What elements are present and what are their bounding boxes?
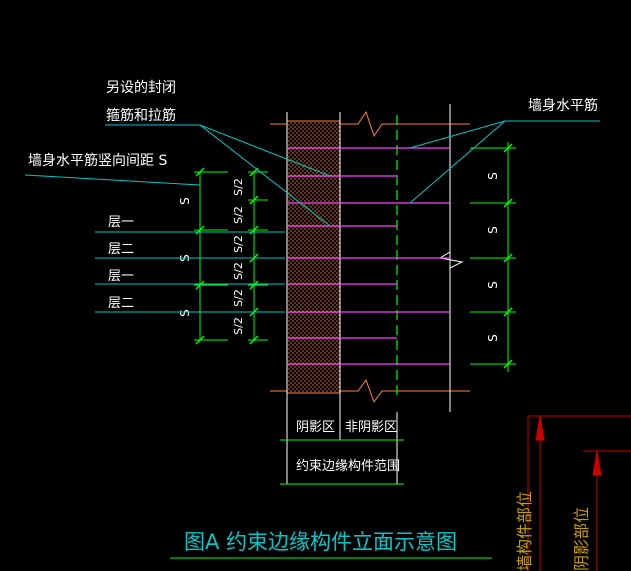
left-dim-slash [195, 167, 205, 177]
left-dim-slash [195, 225, 205, 235]
non-shaded-zone-label: 非阴影区 [345, 420, 397, 435]
left-dim-s-text: S [178, 197, 192, 205]
right-dim-slash [503, 143, 513, 153]
leader-lines [24, 120, 600, 313]
figure-title: 图A 约束边缘构件立面示意图 [184, 530, 457, 554]
closed-stirrup-label-2: 箍筋和拉筋 [106, 107, 176, 124]
shaded-zone-label: 阴影区 [296, 420, 335, 435]
right-dimension-chain: S S S S [470, 142, 516, 372]
left-dim-s-half-text: S/2 [232, 235, 245, 253]
layer-label-3: 层一 [108, 269, 134, 284]
edge-member-range-label: 约束边缘构件范围 [296, 459, 400, 474]
zone-box-green [280, 439, 404, 485]
right-break-line [438, 240, 464, 280]
right-part-label-1: 墙构件部位 [515, 491, 534, 571]
left-dim-inner-slash [249, 335, 259, 345]
right-dim-slash [503, 307, 513, 317]
left-dim-s-text: S [178, 309, 192, 317]
right-dim-slash [503, 253, 513, 263]
left-dim-s-half-text: S/2 [232, 317, 245, 335]
left-dim-inner-slash [249, 195, 259, 205]
left-dim-slash [195, 335, 205, 345]
left-dim-inner-slash [249, 225, 259, 235]
right-dim-s-text: S [486, 226, 500, 234]
closed-stirrup-label-1: 另设的封闭 [106, 80, 176, 96]
left-dim-inner-slash [249, 280, 259, 290]
horizontal-rebars [287, 147, 450, 365]
right-dim-slash [503, 198, 513, 208]
left-dim-s-half-text: S/2 [232, 178, 245, 196]
right-dim-s-text: S [486, 281, 500, 289]
wall-bar-spacing-label: 墙身水平筋竖向间距 S [28, 152, 167, 169]
layer-label-1: 层一 [108, 215, 134, 230]
wall-horizontal-bar-label: 墙身水平筋 [528, 97, 598, 114]
left-dim-s-half-text: S/2 [232, 206, 245, 224]
layer-label-4: 层二 [108, 296, 134, 311]
right-dim-slash [503, 359, 513, 369]
right-dim-s-text: S [486, 172, 500, 180]
layer-label-2: 层二 [108, 242, 134, 257]
right-dim-s-text: S [486, 334, 500, 342]
left-dim-s-half-text: S/2 [232, 262, 245, 280]
right-red-dimensions [527, 415, 631, 571]
left-dim-slash [195, 280, 205, 290]
right-part-label-2: 阴影部位 [572, 507, 591, 571]
left-dim-s-half-text: S/2 [232, 289, 245, 307]
